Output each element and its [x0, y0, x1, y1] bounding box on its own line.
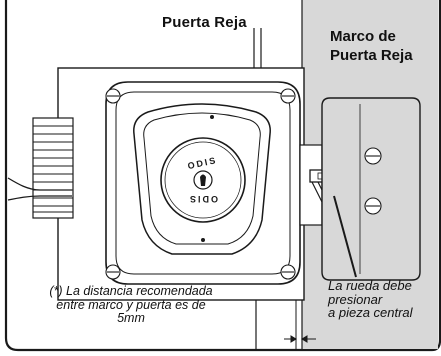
- keyhole-icon: [200, 174, 206, 186]
- door-label: Puerta Reja: [162, 14, 247, 31]
- distance-note: (*) La distancia recomendada entre marco…: [6, 284, 256, 326]
- cylinder-housing: [32, 117, 74, 219]
- wheel-note-line1: La rueda debe: [328, 278, 412, 293]
- distance-note-line3: 5mm: [117, 311, 145, 325]
- outer-border: [4, 0, 441, 352]
- strike-screws: [364, 147, 382, 215]
- cable-lower: [7, 195, 72, 201]
- strike-plate: [321, 97, 421, 281]
- frame-label-line2: Puerta Reja: [330, 47, 413, 64]
- cable-upper: [7, 177, 72, 191]
- latch-housing: [299, 144, 323, 226]
- shield-top-dot: [210, 115, 214, 119]
- distance-note-line1: (*) La distancia recomendada: [49, 284, 213, 298]
- wheel-note-line2: presionar: [328, 291, 383, 307]
- shield-bottom-dot: [201, 238, 205, 242]
- wheel-note-line3: a pieza central: [328, 305, 413, 320]
- wheel-pointer: [333, 195, 357, 278]
- wheel-note: La rueda debe presionar a pieza central: [328, 279, 441, 320]
- brand-bottom: ODIS: [188, 194, 218, 204]
- distance-note-line2: entre marco y puerta es de: [56, 297, 206, 312]
- frame-label: Marco de Puerta Reja: [330, 27, 440, 65]
- corner-screws: [105, 88, 296, 280]
- frame-label-line1: Marco de: [330, 28, 396, 45]
- lock-shield-inner: [143, 112, 261, 245]
- key-cylinder-ring: [164, 141, 242, 219]
- gap-dimension-arrows: [284, 335, 316, 343]
